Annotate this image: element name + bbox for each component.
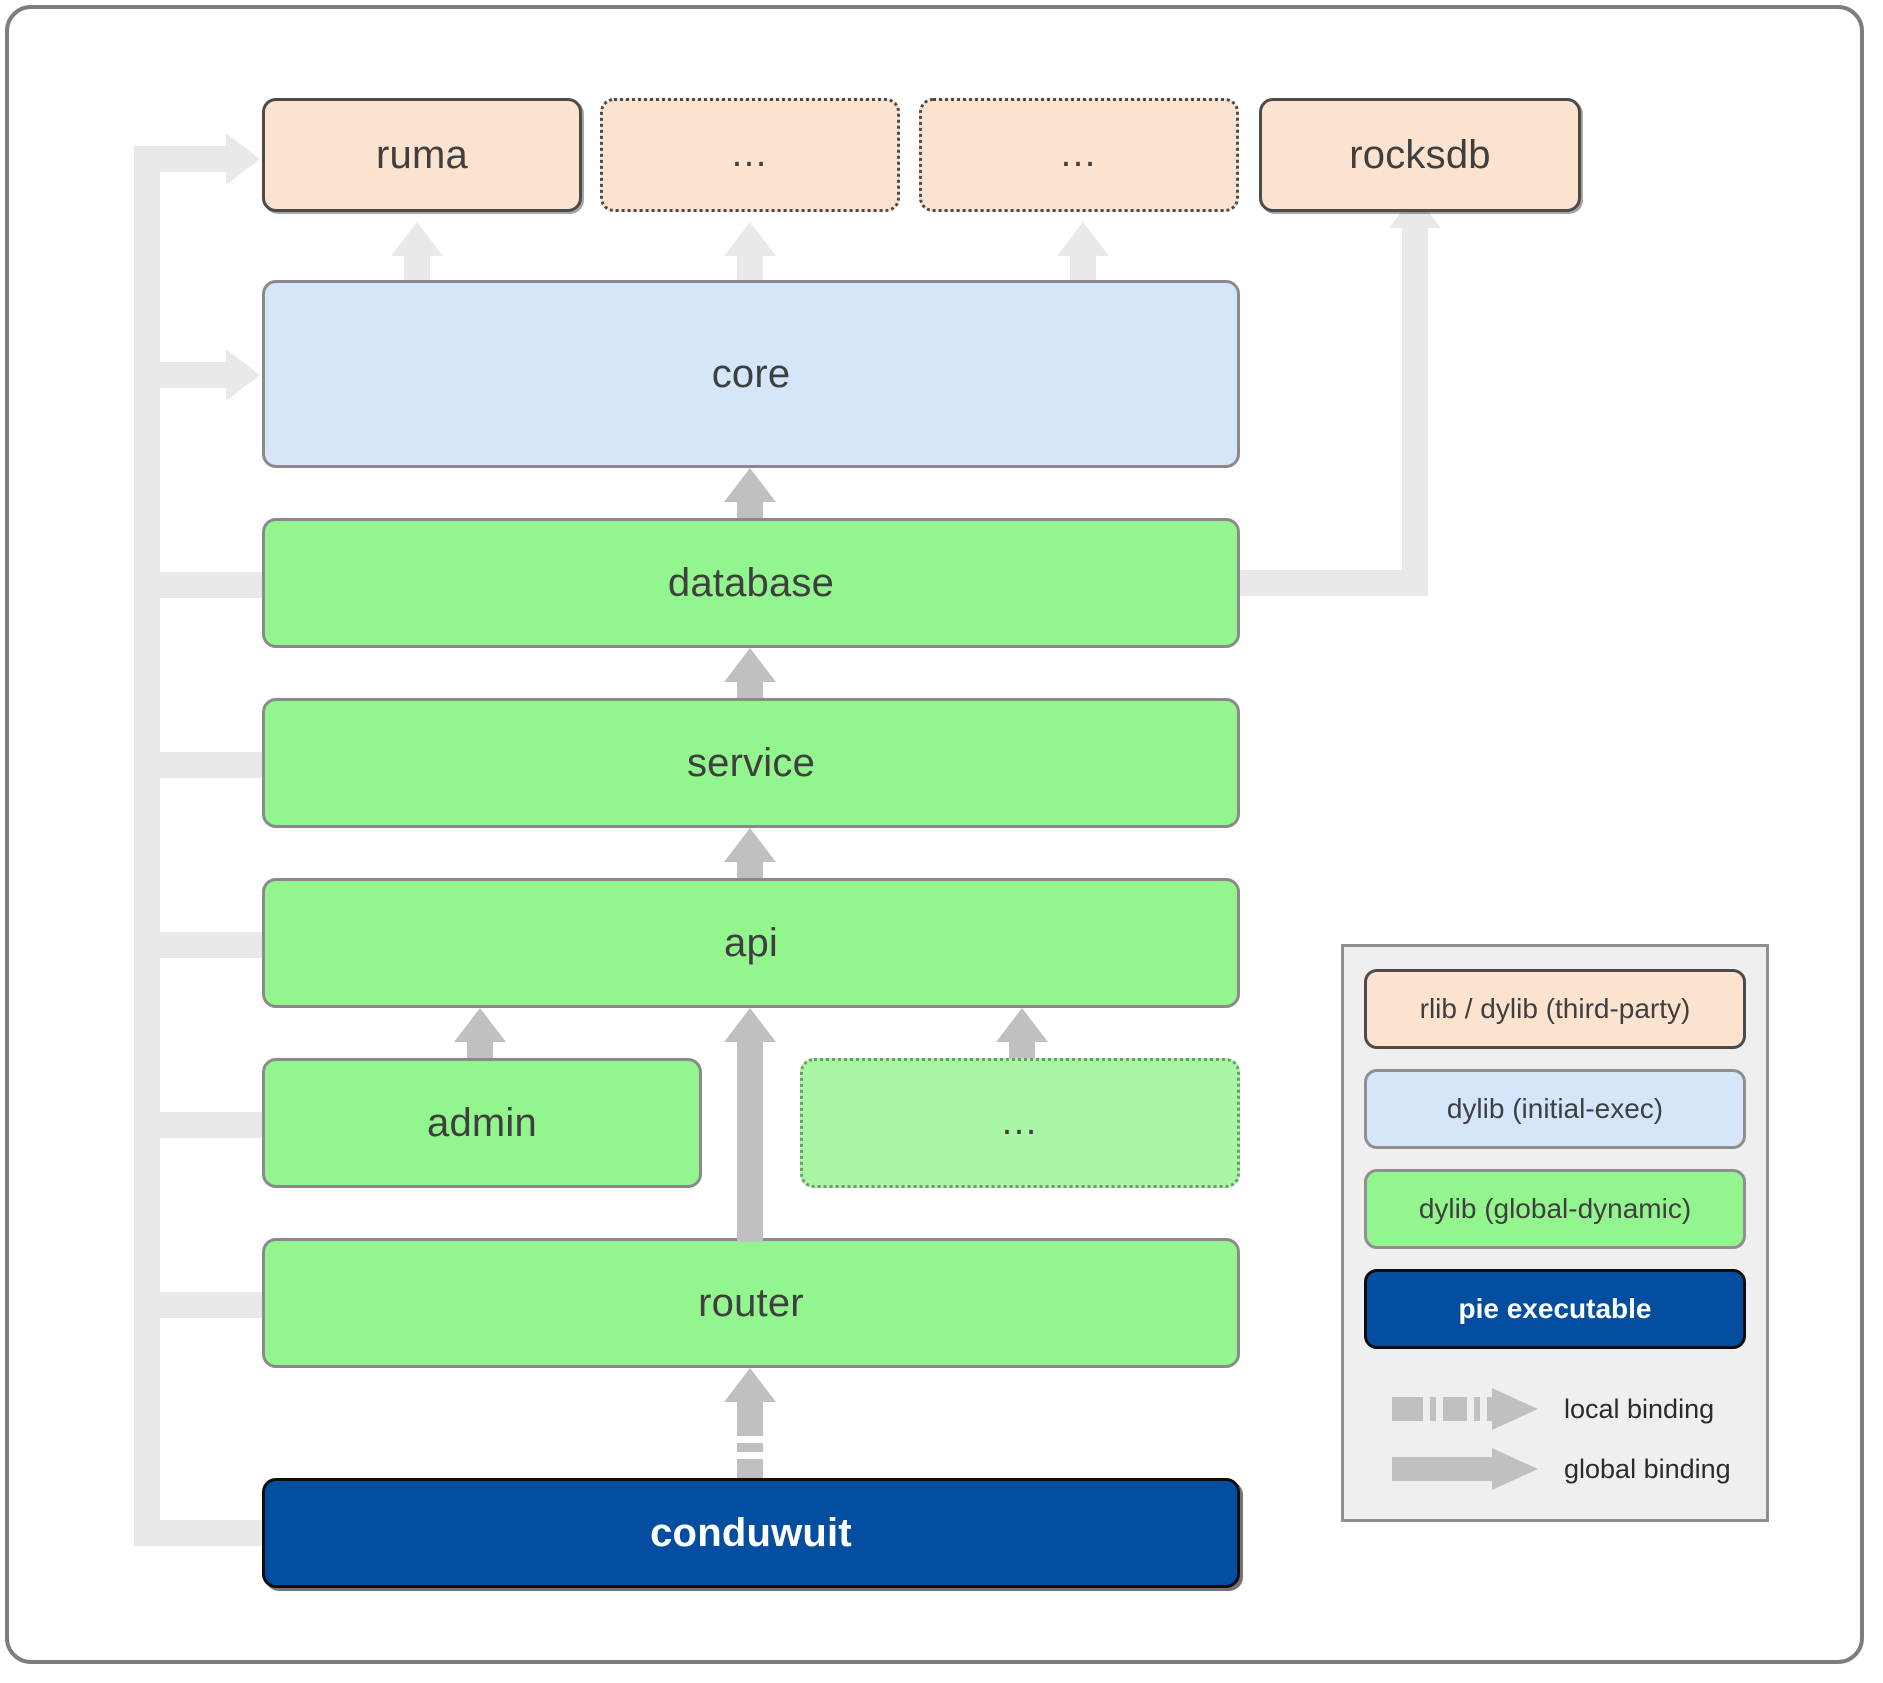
legend-swatch-global-dynamic: dylib (global-dynamic)	[1364, 1169, 1746, 1249]
edge-core-dots2-head	[1057, 222, 1109, 256]
edge-conduwuit-service-shaft	[154, 752, 270, 778]
edge-conduwuit-database-shaft	[154, 572, 270, 598]
node-admin-label: admin	[427, 1100, 537, 1145]
edge-api-service-shaft	[737, 860, 763, 882]
node-service-label: service	[686, 740, 816, 785]
legend-swatch-third-party: rlib / dylib (third-party)	[1364, 969, 1746, 1049]
edge-conduwuit-ruma-head	[226, 133, 260, 185]
edge-conduwuit-router-shaft	[154, 1292, 270, 1318]
node-ruma[interactable]: ruma	[262, 98, 582, 212]
node-dots-top-2[interactable]: …	[919, 98, 1239, 212]
legend-local-binding-label: local binding	[1564, 1393, 1715, 1424]
edge-router-api-shaft	[737, 1040, 763, 1242]
edge-core-ruma-head	[391, 222, 443, 256]
edge-conduwuit-core-shaft	[154, 362, 234, 388]
node-core-label: core	[711, 351, 791, 396]
legend-swatch-pie-executable: pie executable	[1364, 1269, 1746, 1349]
edge-database-rocksdb-horizontal	[1238, 570, 1428, 596]
edge-service-database-head	[724, 648, 776, 682]
edge-service-database-shaft	[737, 680, 763, 702]
node-admin[interactable]: admin	[262, 1058, 702, 1188]
node-conduwuit-label: conduwuit	[650, 1510, 852, 1555]
edge-conduwuit-admin-shaft	[154, 1112, 270, 1138]
node-database[interactable]: database	[262, 518, 1240, 648]
node-database-label: database	[667, 560, 835, 605]
edge-admin-api-head	[454, 1008, 506, 1042]
node-conduwuit[interactable]: conduwuit	[262, 1478, 1240, 1588]
edge-conduwuit-router-dash-gap-2	[737, 1452, 763, 1459]
edge-database-core-head	[724, 468, 776, 502]
legend-global-binding-label: global binding	[1564, 1453, 1731, 1484]
edge-conduwuit-router-dash-gap-1	[737, 1436, 763, 1443]
node-rocksdb-label: rocksdb	[1349, 132, 1491, 177]
edge-conduwuit-foot	[134, 1520, 270, 1546]
local-binding-arrow-icon	[1392, 1388, 1542, 1430]
edge-database-rocksdb-vertical	[1402, 228, 1428, 596]
edge-database-core-shaft	[737, 500, 763, 522]
node-dots-top-1[interactable]: …	[600, 98, 900, 212]
edge-conduwuit-ruma-shaft	[134, 146, 234, 172]
node-router[interactable]: router	[262, 1238, 1240, 1368]
edge-core-dots1-head	[724, 222, 776, 256]
node-dots-top-2-label: …	[1059, 133, 1099, 176]
legend-panel: rlib / dylib (third-party) dylib (initia…	[1341, 944, 1769, 1522]
legend-swatch-pie-executable-label: pie executable	[1458, 1293, 1652, 1324]
edge-conduwuit-router-head-local	[724, 1368, 776, 1402]
edge-router-api-head	[724, 1008, 776, 1042]
node-rocksdb[interactable]: rocksdb	[1259, 98, 1581, 212]
node-api[interactable]: api	[262, 878, 1240, 1008]
global-binding-arrow-icon	[1392, 1448, 1542, 1490]
legend-swatch-third-party-label: rlib / dylib (third-party)	[1419, 993, 1691, 1024]
edge-conduwuit-trunk	[134, 146, 160, 1546]
node-core[interactable]: core	[262, 280, 1240, 468]
edge-dots-api-shaft	[1009, 1040, 1035, 1062]
edge-conduwuit-core-head	[226, 349, 260, 401]
node-ruma-label: ruma	[376, 132, 468, 177]
legend-row-global-binding: global binding	[1344, 1439, 1772, 1499]
legend-row-local-binding: local binding	[1344, 1379, 1772, 1439]
node-api-label: api	[724, 920, 778, 965]
legend-swatch-global-dynamic-label: dylib (global-dynamic)	[1418, 1193, 1692, 1224]
node-dots-mid[interactable]: …	[800, 1058, 1240, 1188]
legend-swatch-initial-exec-label: dylib (initial-exec)	[1446, 1093, 1664, 1124]
node-dots-mid-label: …	[1000, 1101, 1040, 1144]
edge-dots-api-head	[996, 1008, 1048, 1042]
node-router-label: router	[698, 1280, 804, 1325]
node-dots-top-1-label: …	[730, 133, 770, 176]
node-service[interactable]: service	[262, 698, 1240, 828]
edge-api-service-head	[724, 828, 776, 862]
edge-admin-api-shaft	[467, 1040, 493, 1062]
edge-conduwuit-router-shaft-local	[737, 1400, 763, 1488]
legend-swatch-initial-exec: dylib (initial-exec)	[1364, 1069, 1746, 1149]
edge-conduwuit-api-shaft	[154, 932, 270, 958]
